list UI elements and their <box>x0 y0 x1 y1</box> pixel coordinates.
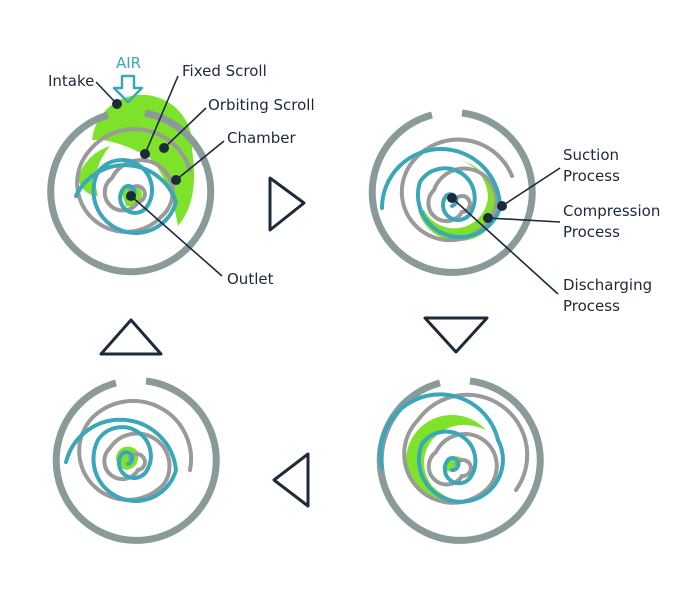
stage-intake: AIR Intake Fixed Scroll Orbiting Scroll … <box>47 54 315 288</box>
intake-dot <box>112 99 122 109</box>
compression-leader <box>487 217 561 223</box>
flow-arrow-right <box>268 176 306 232</box>
flow-arrow-down <box>423 316 489 354</box>
orbiting-scroll-spiral <box>380 147 503 240</box>
compression-dot <box>483 213 493 223</box>
intake-leader <box>95 81 118 105</box>
label-discharging-line2: Process <box>563 297 620 315</box>
label-compression-line2: Process <box>563 223 620 241</box>
outlet-leader <box>130 195 223 277</box>
stage-restart <box>52 377 220 544</box>
chamber-fill-outer <box>92 94 195 226</box>
label-suction-line1: Suction <box>563 146 619 164</box>
flow-arrow-left <box>272 452 310 508</box>
label-orbiting-scroll: Orbiting Scroll <box>208 96 315 114</box>
discharging-dot <box>447 193 457 203</box>
flow-arrow-up <box>99 318 163 356</box>
label-discharging-line1: Discharging <box>563 276 652 294</box>
fixed-scroll-dot <box>140 149 150 159</box>
discharging-leader <box>451 197 559 295</box>
suction-dot <box>497 201 507 211</box>
label-outlet: Outlet <box>227 270 274 288</box>
air-label: AIR <box>116 54 141 72</box>
fixed-scroll-spiral <box>75 127 192 234</box>
chamber-fill-compression <box>418 160 500 242</box>
label-compression-line1: Compression <box>563 202 660 220</box>
orbiting-scroll-spiral <box>74 158 179 235</box>
label-intake: Intake <box>48 72 94 90</box>
orbiting-scroll-dot <box>159 143 169 153</box>
outlet-dot <box>126 191 136 201</box>
fixed-scroll-leader <box>144 75 179 155</box>
casing-ring <box>52 377 220 544</box>
label-chamber: Chamber <box>227 129 297 147</box>
orbiting-scroll-leader <box>163 107 207 149</box>
stage-compression: Suction Process Compression Process Disc… <box>368 109 660 315</box>
casing-ring <box>368 109 536 276</box>
chamber-dot <box>171 175 181 185</box>
orbiting-scroll-spiral <box>378 392 505 504</box>
suction-leader <box>501 167 561 207</box>
label-fixed-scroll: Fixed Scroll <box>182 62 267 80</box>
air-inflow-arrow <box>112 74 144 104</box>
orbiting-scroll-spiral <box>64 417 179 503</box>
stage-discharge <box>376 377 544 544</box>
fixed-scroll-spiral <box>77 399 194 502</box>
casing-ring <box>47 109 215 276</box>
chamber-leader <box>175 140 225 181</box>
label-suction-line2: Process <box>563 167 620 185</box>
